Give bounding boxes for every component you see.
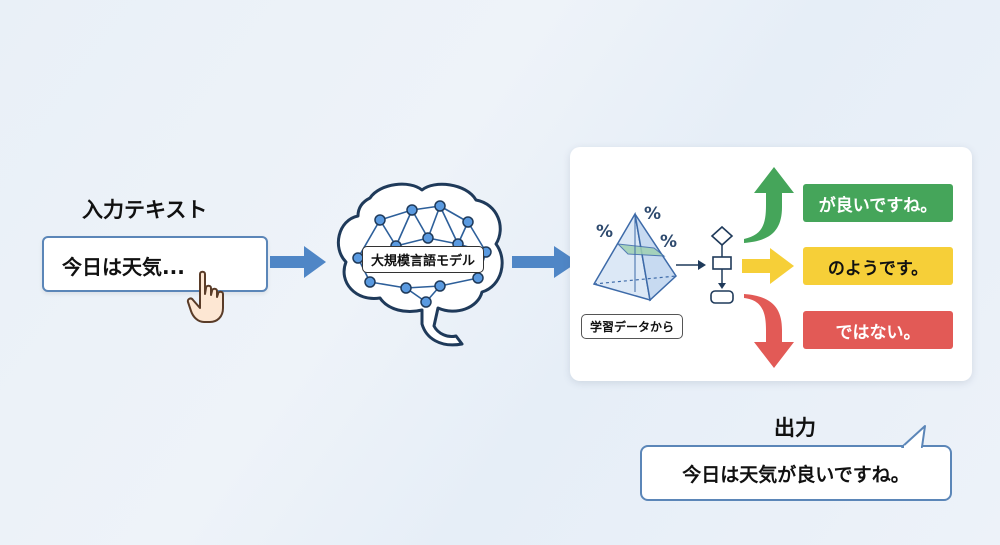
pyramid-icon: [592, 211, 677, 302]
green-up-arrow: [744, 167, 794, 243]
output-label: 出力: [774, 416, 816, 440]
flowchart-icon: [710, 225, 734, 304]
percent-symbol-2: %: [644, 204, 662, 224]
yellow-right-arrow: [742, 248, 794, 284]
percent-symbol-3: %: [660, 232, 678, 252]
result-not: ではない。: [803, 311, 953, 349]
percent-symbol-1: %: [596, 222, 614, 242]
output-text: 今日は天気が良いですね。: [682, 463, 910, 486]
input-label: 入力テキスト: [82, 198, 208, 222]
red-down-arrow: [744, 294, 794, 368]
model-label: 大規模言語モデル: [362, 246, 485, 273]
input-text: 今日は天気...: [62, 255, 185, 279]
arrow-input-to-model: [270, 246, 326, 278]
result-seems: のようです。: [803, 247, 953, 285]
arrow-model-to-panel: [512, 246, 578, 278]
training-data-label: 学習データから: [581, 314, 684, 339]
input-text-box[interactable]: 今日は天気...: [42, 236, 268, 292]
output-text-box: 今日は天気が良いですね。: [640, 445, 952, 501]
hand-pointer-icon: [186, 270, 224, 323]
result-good: が良いですね。: [803, 184, 953, 222]
small-arrow-icon: [676, 260, 706, 270]
speech-tail-icon: [901, 425, 926, 449]
